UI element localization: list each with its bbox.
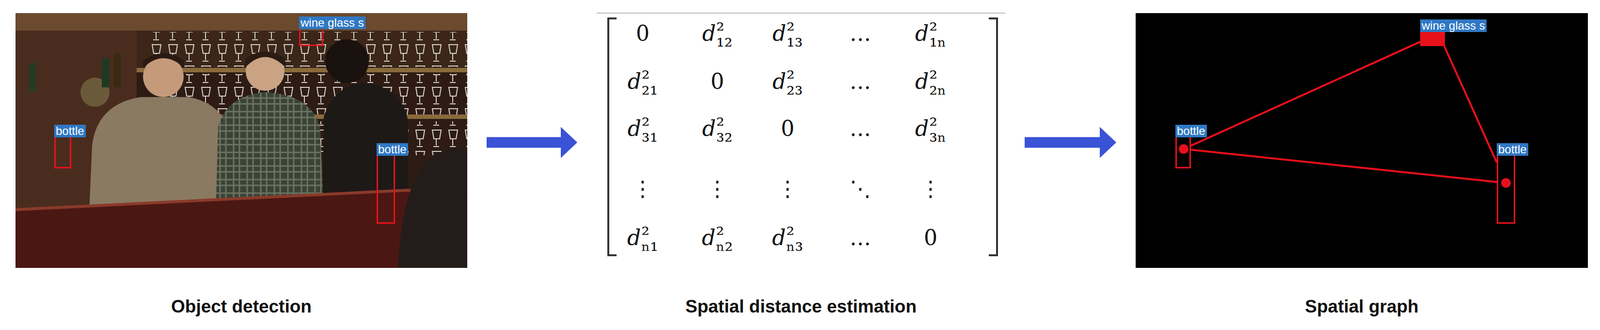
matrix-entry: 0 — [710, 68, 725, 95]
matrix-entry: ⋮ — [776, 175, 799, 202]
matrix-entry: d²₁ₙ — [915, 20, 947, 47]
graph-node-box: wine glass s — [1420, 30, 1445, 47]
photo-background — [15, 13, 468, 268]
flow-arrow — [486, 126, 578, 159]
person-head — [325, 39, 369, 83]
detection-box: wine glass s — [299, 27, 324, 47]
matrix-panel: Spatial distance estimation — [596, 13, 1006, 268]
graph-edge — [1190, 41, 1421, 146]
graph-node-box: bottle — [1175, 135, 1191, 169]
glass-row — [145, 31, 468, 67]
matrix-entry: ⋮ — [919, 175, 942, 202]
matrix-entry: d²₁₂ — [702, 20, 733, 47]
back-shelf — [136, 30, 468, 70]
matrix-bracket — [608, 18, 617, 255]
matrix-entry: … — [849, 20, 872, 47]
person-hair — [244, 51, 286, 68]
person-hair — [142, 53, 185, 68]
matrix-entry: ⋮ — [706, 175, 729, 202]
matrix-entry: d²ₙ₂ — [701, 224, 733, 251]
class-label: bottle — [1496, 142, 1529, 156]
shelf-edge — [136, 67, 468, 73]
graph-panel: Spatial graphwine glass sbottlebottle — [1135, 13, 1588, 268]
matrix-bracket — [988, 18, 998, 255]
detection-box: bottle — [54, 135, 72, 169]
matrix-entry: … — [849, 68, 872, 95]
graph-background — [1135, 13, 1588, 268]
foreground-figure — [397, 148, 468, 268]
anchor-dot — [1178, 143, 1189, 154]
graph-node-box: bottle — [1496, 154, 1516, 224]
matrix-entry: d²₁₃ — [772, 20, 804, 47]
shelf-bottle — [101, 58, 110, 88]
rule-line — [596, 12, 1006, 14]
shelf-bottle — [113, 53, 122, 88]
counter-edge — [15, 190, 468, 210]
matrix-entry: … — [849, 115, 872, 142]
image-panel: Object detectionwine glass sbottlebottle — [15, 13, 468, 268]
panel-caption: Spatial graph — [1135, 295, 1588, 317]
matrix-entry: d²₂ₙ — [915, 68, 947, 95]
matrix-entry: d²₃₂ — [702, 115, 733, 142]
class-label: wine glass s — [1420, 19, 1487, 32]
matrix-entry: d²ₙ₁ — [627, 224, 659, 251]
class-label: bottle — [1175, 124, 1207, 138]
matrix-entry: … — [849, 224, 872, 251]
graph-edge — [1190, 149, 1497, 182]
matrix-entry: ⋮ — [632, 175, 654, 202]
matrix-entry: d²₃₁ — [627, 115, 659, 142]
matrix-entry: 0 — [780, 115, 795, 142]
graph-edge — [1444, 46, 1497, 163]
class-label: bottle — [376, 142, 409, 156]
class-label: bottle — [54, 124, 86, 138]
matrix-entry: ⋱ — [849, 175, 872, 202]
matrix-entry: 0 — [923, 224, 938, 251]
matrix-entry: d²₃ₙ — [915, 115, 947, 142]
shelf-bottle — [29, 63, 36, 93]
ceiling-beam — [15, 13, 468, 31]
anchor-dot — [1501, 177, 1511, 188]
matrix-entry: d²ₙ₃ — [772, 224, 804, 251]
panel-caption: Spatial distance estimation — [596, 295, 1006, 317]
panel-caption: Object detection — [15, 295, 468, 317]
matrix-entry: d²₂₃ — [772, 68, 804, 95]
matrix-entry: 0 — [635, 20, 650, 47]
detection-box: bottle — [376, 154, 396, 224]
flow-arrow — [1024, 126, 1117, 159]
class-label: wine glass s — [299, 16, 366, 30]
matrix-entry: d²₂₁ — [627, 68, 659, 95]
